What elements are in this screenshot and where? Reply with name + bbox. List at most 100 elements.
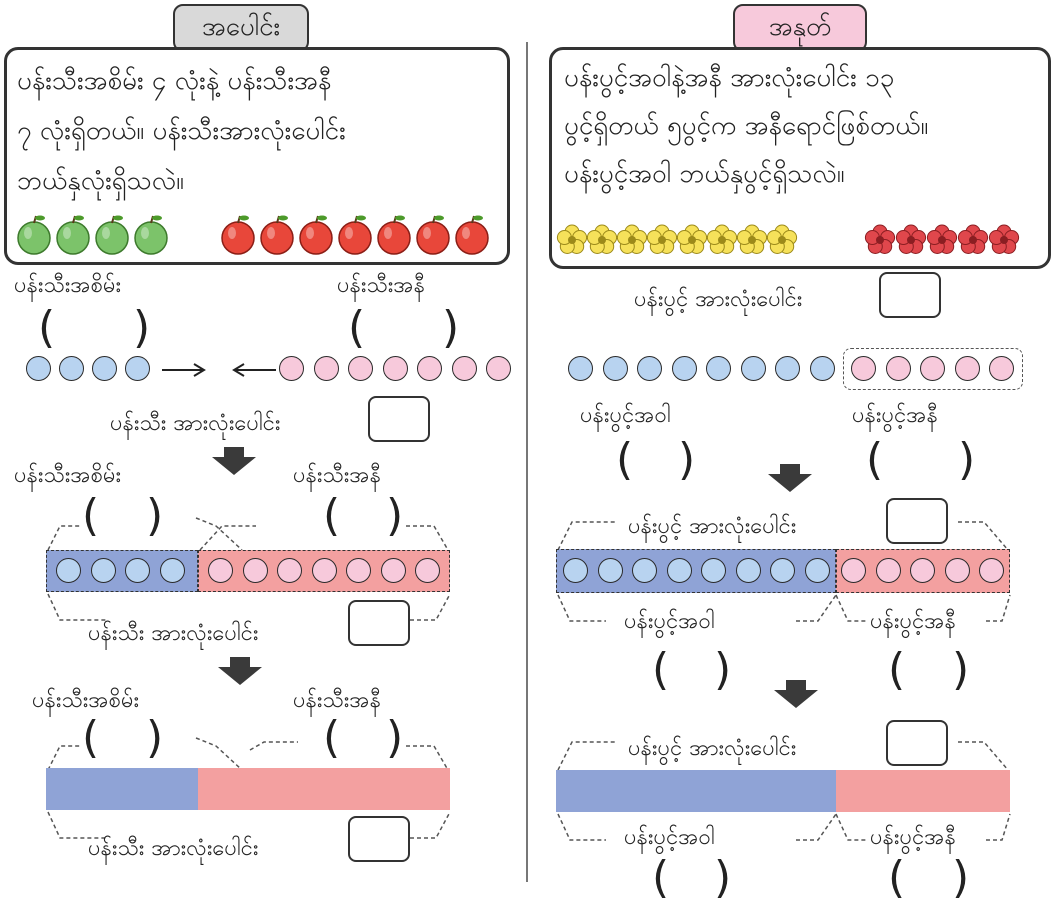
blue-dot [26,356,51,381]
pink-dot [486,356,511,381]
answer-paren-green-close: ) [133,302,151,353]
pink-dot [415,558,440,583]
bracket-top-left [47,737,449,771]
answer-paren-close: ) [952,644,970,695]
blue-dot [775,356,800,381]
tape-red [836,770,1010,812]
label-green-apples: ပန်းသီးအစိမ်း [14,273,122,298]
bracket-bottom-left [47,811,451,839]
answer-box[interactable] [886,720,948,766]
apple-icon [338,215,372,255]
answer-paren-red-open: ( [348,302,366,353]
answer-paren-open: ( [82,712,100,763]
pink-dot [979,558,1004,583]
flower-icon [616,224,648,254]
label-red-apples: ပန်းသီးအနီ [293,688,381,713]
pink-dot [242,558,268,583]
answer-paren-close: ) [146,712,164,763]
apple-icon [299,215,333,255]
blue-dot [809,356,835,381]
pink-dot [348,356,373,381]
blue-dot [706,356,731,381]
blue-dot [804,558,830,583]
blue-dot [632,558,657,583]
pink-dot [920,356,945,381]
answer-box[interactable] [348,600,410,646]
flower-icon [766,224,798,254]
answer-paren-close: ) [146,490,164,541]
problem-line: ပွင့်ရှိတယ် ၅ပွင့်က အနီရောင်ဖြစ်တယ်။ [564,111,929,141]
answer-paren-close: ) [714,852,732,903]
label-total-apples: ပန်းသီး အားလုံးပေါင်း [110,411,281,436]
pink-dot [279,356,304,381]
flower-icon [988,224,1020,254]
tape-red [198,550,450,592]
blue-dot [125,558,150,583]
pink-dot [208,558,233,583]
flower-icon [736,224,768,254]
subtraction-problem-box: ပန်းပွင့်အဝါနဲ့အနီ အားလုံးပေါင်း ၁၃ ပွင့… [549,47,1051,269]
apple-icon [455,215,489,255]
pink-dot [910,558,935,583]
answer-paren-open: ( [866,434,884,485]
apple-icon [416,215,450,255]
bracket-top-right [557,741,1009,771]
blue-dot [770,558,795,583]
tape-red [198,768,450,810]
flower-icon [706,224,738,254]
label-red-apples: ပန်းသီးအနီ [293,463,381,488]
pink-dot [954,356,980,381]
flower-icon [646,224,678,254]
down-arrow-icon [768,464,812,492]
answer-box[interactable] [368,396,430,442]
tape-yellow [556,770,836,812]
subtraction-tab: အနုတ် [733,4,867,52]
blue-dot [568,356,593,381]
bracket-top-right [557,521,1009,551]
apple-icon [95,215,129,255]
answer-paren-red-close: ) [442,302,460,353]
red-group-outline [843,348,1023,390]
pink-dot [451,356,477,381]
answer-box[interactable] [879,272,941,318]
label-total-flowers: ပန်းပွင့် အားလုံးပေါင်း [628,514,797,539]
label-red-flowers: ပန်းပွင့်အနီ [870,825,956,850]
label-total-flowers: ပန်းပွင့် အားလုံးပေါင်း [634,287,803,312]
blue-dot [602,356,628,381]
answer-paren-open: ( [652,852,670,903]
answer-paren-open: ( [82,490,100,541]
flower-icon [864,224,896,254]
label-yellow-flowers: ပန်းပွင့်အဝါ [624,825,715,850]
apple-icon [56,215,90,255]
flower-icon [556,224,588,254]
label-total-apples: ပန်းသီး အားလုံးပေါင်း [88,621,259,646]
down-arrow-icon [218,657,262,685]
left-arrow-icon [232,363,276,377]
blue-dot [671,356,697,381]
down-arrow-icon [774,680,818,708]
blue-dot [125,356,150,381]
blue-dot [740,356,766,381]
answer-box[interactable] [886,498,948,544]
apple-icon [221,215,255,255]
apple-icon [377,215,411,255]
pink-dot [311,558,337,583]
flower-icon [586,224,618,254]
answer-paren-close: ) [386,712,404,763]
pink-dot [944,558,970,583]
answer-paren-close: ) [952,852,970,903]
blue-dot [90,558,116,583]
addition-tab: အပေါင်း [173,4,309,52]
bracket-bottom-right [557,594,1011,622]
addition-problem-box: ပန်းသီးအစိမ်း ၄ လုံးနဲ့ ပန်းသီးအနီ ၇ လုံ… [4,47,510,265]
pink-dot [417,356,442,381]
label-red-flowers: ပန်းပွင့်အနီ [852,403,938,428]
blue-dot [637,356,662,381]
answer-box[interactable] [348,816,410,862]
apple-icon [17,215,51,255]
answer-paren-open: ( [323,490,341,541]
answer-paren-open: ( [888,644,906,695]
pink-dot [380,558,406,583]
label-total-flowers: ပန်းပွင့် အားလုံးပေါင်း [628,736,797,761]
label-red-apples: ပန်းသီးအနီ [337,273,425,298]
